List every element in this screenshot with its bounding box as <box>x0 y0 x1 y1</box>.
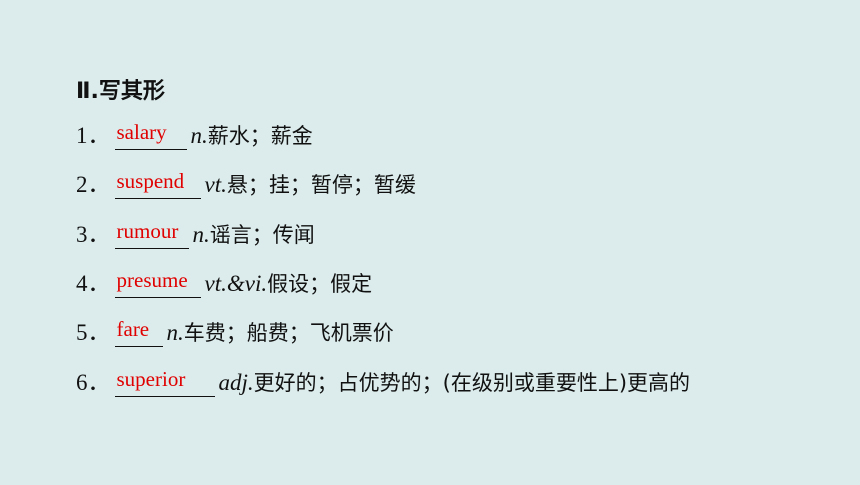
meaning-text: 车费；船费；飞机票价 <box>183 321 394 345</box>
item-number: 4． <box>76 271 111 296</box>
vocab-item-4: 4． presume vt.&vi. 假设；假定 <box>76 268 373 298</box>
part-of-speech: n. <box>166 320 184 345</box>
answer-text: rumour <box>116 219 179 243</box>
vocab-item-2: 2． suspend vt. 悬；挂；暂停；暂缓 <box>76 169 416 199</box>
part-of-speech: n. <box>192 222 210 247</box>
section-heading: Ⅱ.写其形 <box>76 79 165 104</box>
answer-blank: salary <box>114 120 187 150</box>
meaning-text: 薪水；薪金 <box>207 124 313 148</box>
answer-text: suspend <box>116 169 185 193</box>
part-of-speech: n. <box>190 123 208 148</box>
answer-text: salary <box>116 120 167 144</box>
item-number: 5． <box>76 320 111 345</box>
meaning-text: 谣言；传闻 <box>209 223 315 247</box>
vocab-item-5: 5． fare n. 车费；船费；飞机票价 <box>76 317 394 347</box>
vocab-item-1: 1． salary n. 薪水；薪金 <box>76 120 313 150</box>
answer-text: superior <box>116 367 186 391</box>
part-of-speech: adj. <box>218 370 254 395</box>
meaning-text: 假设；假定 <box>267 272 373 296</box>
vocab-item-6: 6． superior adj. 更好的；占优势的；(在级别或重要性上)更高的 <box>76 367 691 397</box>
item-number: 6． <box>76 370 111 395</box>
item-number: 3． <box>76 222 111 247</box>
answer-blank: suspend <box>114 169 201 199</box>
answer-blank: presume <box>114 268 201 298</box>
answer-text: presume <box>116 268 188 292</box>
part-of-speech: vt.&vi. <box>204 271 268 296</box>
answer-blank: rumour <box>114 219 189 249</box>
item-number: 2． <box>76 172 111 197</box>
meaning-text: 悬；挂；暂停；暂缓 <box>226 173 416 197</box>
meaning-text: 更好的；占优势的；(在级别或重要性上)更高的 <box>253 371 691 395</box>
vocab-item-3: 3． rumour n. 谣言；传闻 <box>76 219 315 249</box>
answer-blank: fare <box>114 317 163 347</box>
part-of-speech: vt. <box>204 172 227 197</box>
item-number: 1． <box>76 123 111 148</box>
answer-blank: superior <box>114 367 215 397</box>
answer-text: fare <box>116 317 150 341</box>
